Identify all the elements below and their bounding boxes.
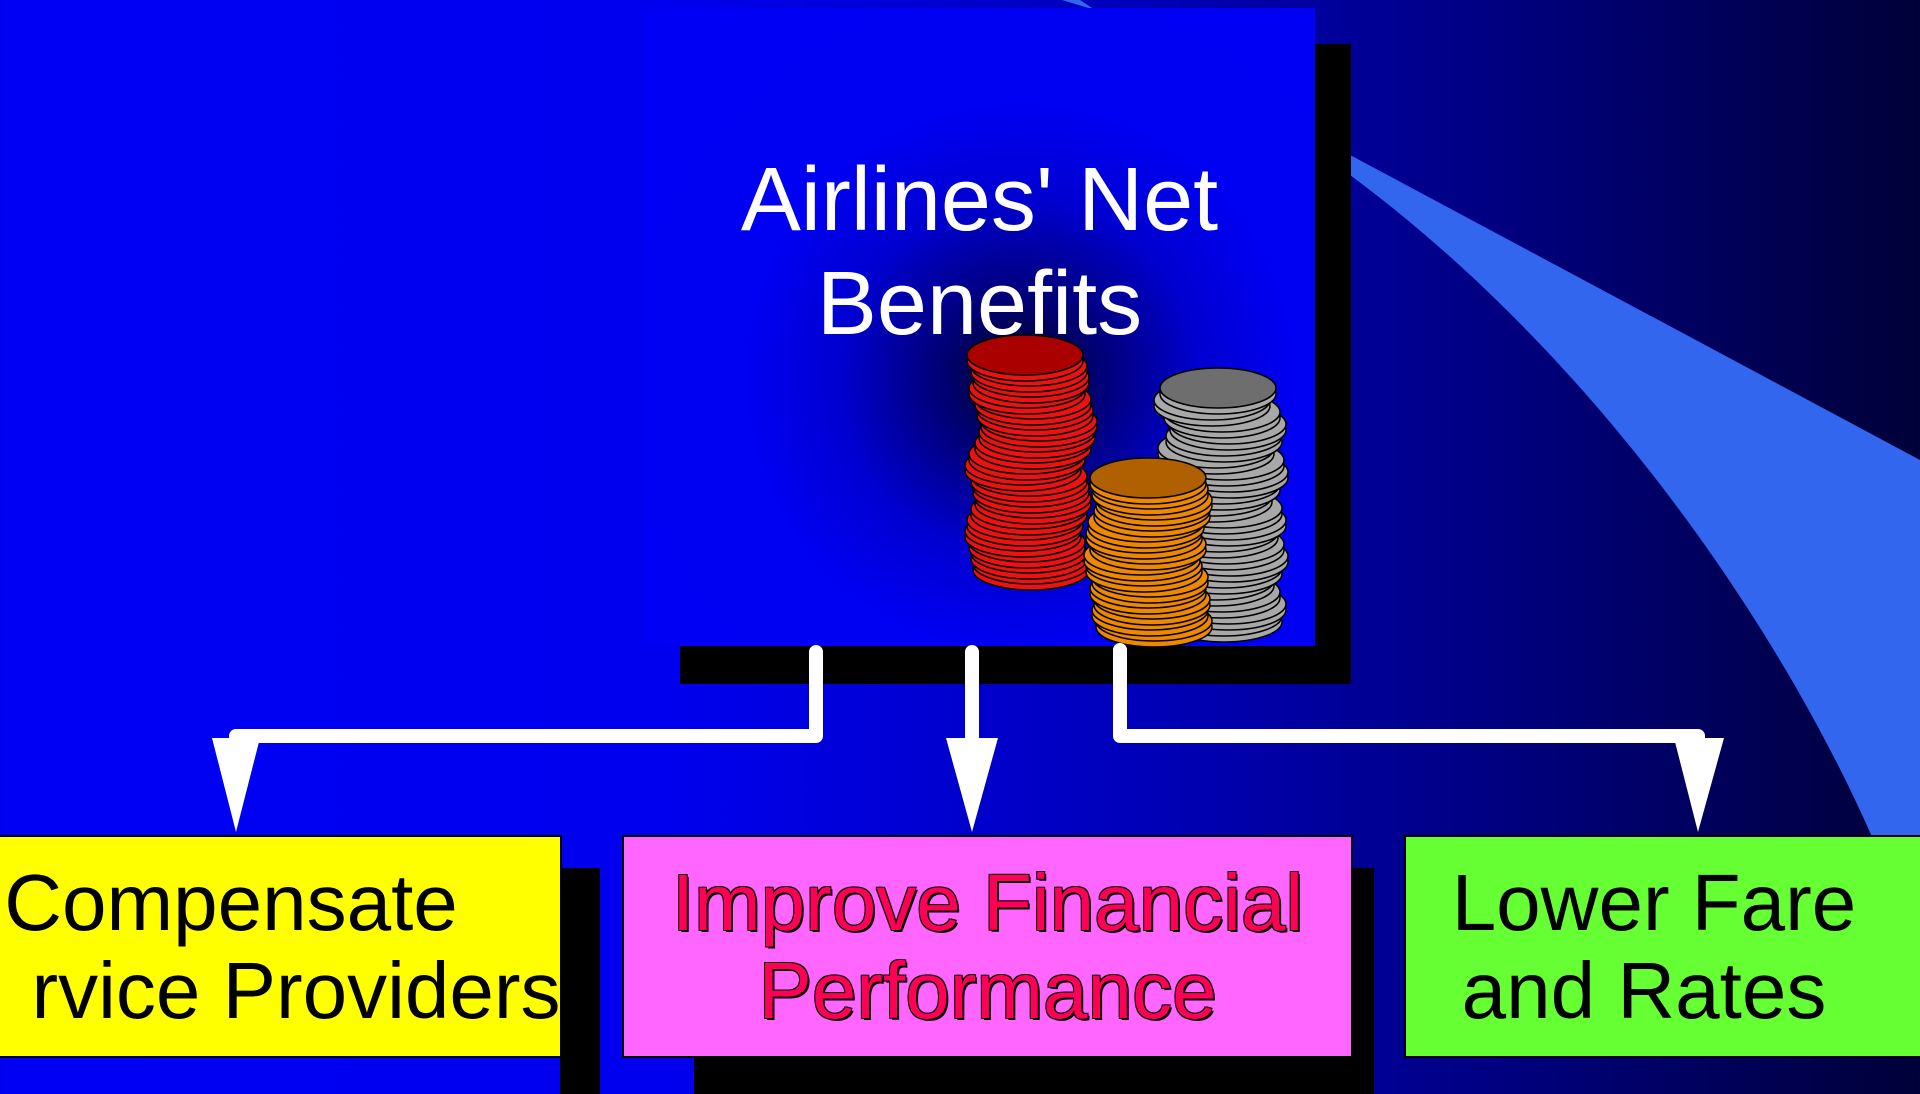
top-box-title-line1: Airlines' Net [740,150,1219,250]
arrowhead-middle [946,738,998,832]
box-compensate-line2: rvice Providers [31,945,561,1035]
box-improve-line2: Performance [758,945,1217,1035]
box-compensate-service-providers: Compensate rvice Providers [0,835,562,1058]
top-box-title: Airlines' Net Benefits [644,148,1315,356]
connector-right [1113,643,1705,777]
box-compensate-line1: Compensate [4,857,458,947]
coin-stack-red [964,334,1098,591]
coin-stack-gray [1153,367,1289,643]
box-lower-fares-and-rates: Lower Fare and Rates [1404,835,1920,1058]
box-compensate-shadow [560,868,600,1094]
box-lower-line2: and Rates [1461,945,1827,1035]
top-box-title-line2: Benefits [816,254,1143,354]
box-improve-shadow [1352,868,1374,1094]
box-lower-line1: Lower Fare [1451,857,1857,947]
coin-stack-orange [1083,457,1213,648]
box-improve-shadow-bottom [694,1057,1374,1094]
arrowhead-left [212,738,260,832]
connector-left [229,645,823,777]
box-improve-line1: Improve Financial [671,857,1304,947]
airlines-net-benefits-box: Airlines' Net Benefits [644,8,1315,646]
box-improve-financial-performance: Improve Financial Performance [622,835,1353,1058]
arrowhead-right [1674,738,1724,832]
